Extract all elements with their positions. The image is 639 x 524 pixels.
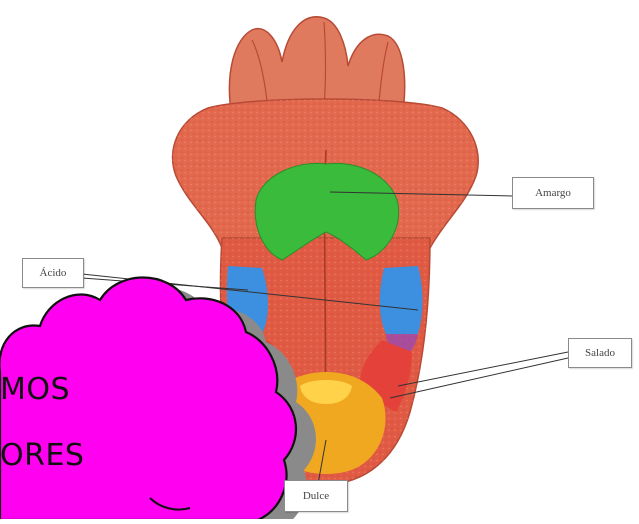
- label-dulce: Dulce: [284, 480, 348, 512]
- cloud-text-line-2: ORES: [0, 438, 84, 473]
- label-acido: Ácido: [22, 258, 84, 288]
- label-salado: Salado: [568, 338, 632, 368]
- sour-zone-right: [380, 266, 423, 334]
- cloud-text-line-1: MOS: [0, 372, 70, 407]
- label-amargo: Amargo: [512, 177, 594, 209]
